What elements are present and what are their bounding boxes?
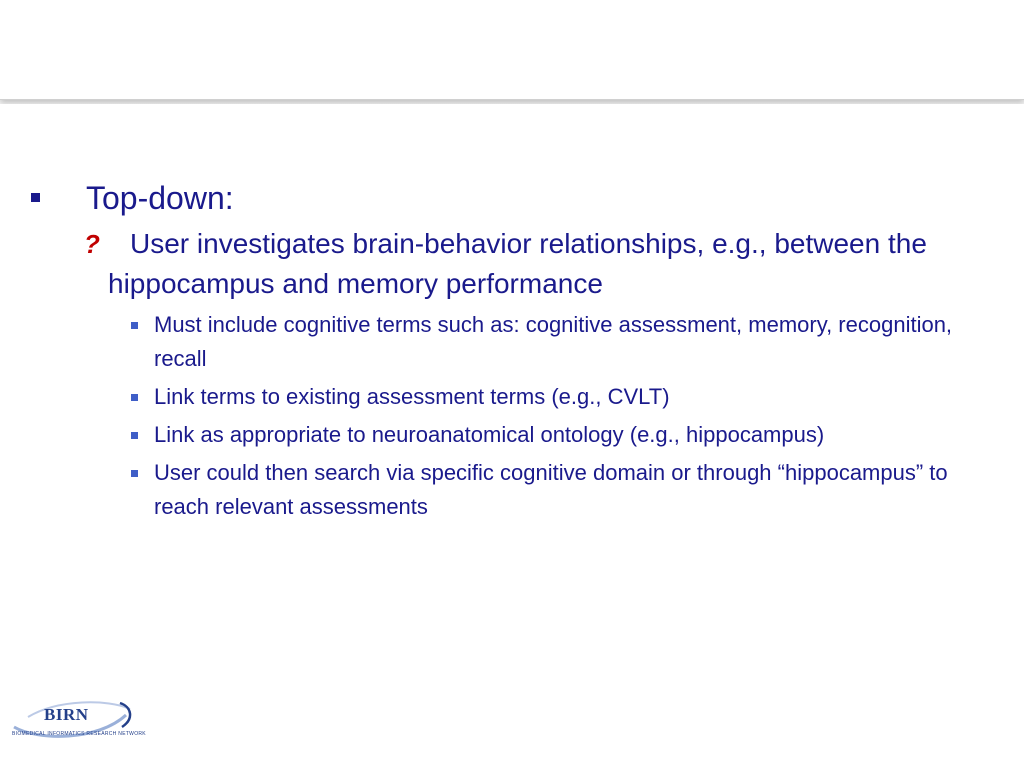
question-mark-bullet-icon: ?	[84, 229, 100, 259]
bullet-level1: Top-down:	[0, 178, 1024, 218]
logo-name: BIRN	[44, 705, 89, 724]
square-bullet-icon	[31, 193, 40, 202]
body-panel	[0, 104, 1024, 768]
bullet-level1-text: Top-down:	[86, 180, 234, 216]
bullet-level2: ? User investigates brain-behavior relat…	[0, 224, 940, 304]
square-bullet-icon	[131, 470, 138, 477]
bullet-level2-text: User investigates brain-behavior relatio…	[108, 228, 927, 299]
birn-swoosh-icon	[13, 701, 132, 738]
birn-logo: BIRN BIOMEDICAL INFORMATICS RESEARCH NET…	[8, 697, 148, 745]
square-bullet-icon	[131, 322, 138, 329]
logo-subtitle: BIOMEDICAL INFORMATICS RESEARCH NETWORK	[12, 731, 146, 737]
sub-bullet-text: Link as appropriate to neuroanatomical o…	[154, 422, 825, 447]
sub-bullet-list: Must include cognitive terms such as: co…	[0, 308, 1024, 524]
slide-content: Top-down: ? User investigates brain-beha…	[0, 178, 1024, 524]
title-band	[0, 0, 1024, 100]
sub-bullet-text: Link terms to existing assessment terms …	[154, 384, 670, 409]
square-bullet-icon	[131, 432, 138, 439]
sub-bullet-item: Must include cognitive terms such as: co…	[0, 308, 990, 376]
sub-bullet-text: Must include cognitive terms such as: co…	[154, 312, 953, 371]
sub-bullet-text: User could then search via specific cogn…	[154, 460, 948, 519]
sub-bullet-item: User could then search via specific cogn…	[0, 456, 990, 524]
square-bullet-icon	[131, 394, 138, 401]
sub-bullet-item: Link as appropriate to neuroanatomical o…	[0, 418, 990, 452]
sub-bullet-item: Link terms to existing assessment terms …	[0, 380, 990, 414]
